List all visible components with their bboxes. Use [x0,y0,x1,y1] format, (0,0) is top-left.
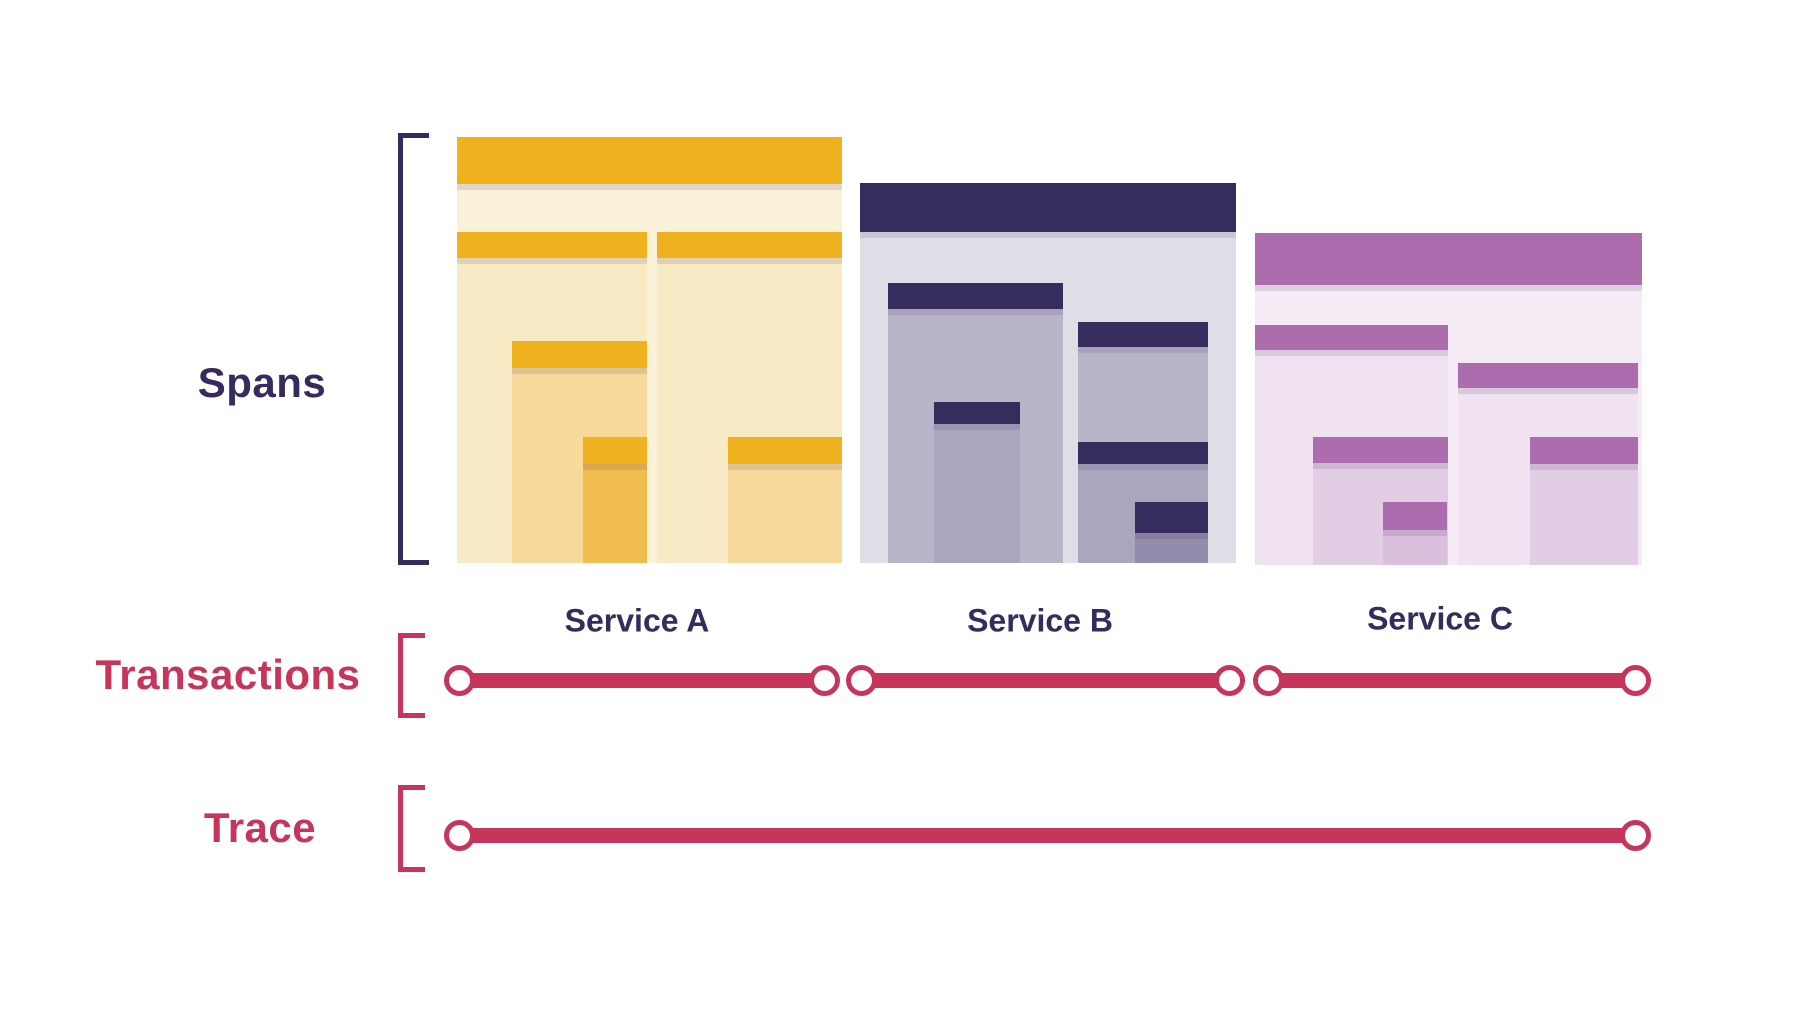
trace-bracket-stem [398,785,403,872]
service-b-span-3-bar [1078,322,1208,347]
trace-line-start-circle [443,819,475,851]
spans-row-label: Spans [197,359,327,406]
service-c-span-2-bar [1313,437,1448,463]
service-b-span-4-bar [1078,442,1208,464]
trace-bracket-bottom-tick [398,867,425,872]
service-b-span-5-bar [1135,502,1208,533]
transactions-bracket-top-tick [398,633,425,638]
service-c-span-1-bar [1255,325,1448,350]
transaction-line-2 [861,672,1229,688]
service-b-label: Service B [967,602,1113,639]
service-c-span-4-bar [1458,363,1638,388]
transaction-line-3-start-circle [1252,664,1284,696]
service-a-span-4-bar [657,232,842,258]
service-b-span-5-body [1135,533,1208,563]
service-a-span-2-bar [512,341,647,368]
service-c-span-3-body [1383,530,1447,565]
service-b-span-2-body [934,424,1020,563]
service-b-root-span-bar [860,183,1236,232]
service-a-label: Service A [564,602,710,639]
service-c-root-span-bar [1255,233,1642,285]
transactions-bracket-stem [398,633,403,718]
service-a-span-1-bar [457,232,647,258]
service-a-span-3-bar [583,437,647,464]
service-c-span-3-bar [1383,502,1447,530]
trace-row-label: Trace [203,804,317,851]
transaction-line-3-end-circle [1619,664,1651,696]
transaction-line-3 [1268,672,1635,688]
service-b-span-1-bar [888,283,1063,309]
service-c-label: Service C [1367,600,1513,637]
service-b-span-2-bar [934,402,1020,424]
transaction-line-2-start-circle [845,664,877,696]
spans-bracket-top-tick [398,133,429,138]
service-a-root-span-bar [457,137,842,184]
spans-bracket-bottom-tick [398,560,429,565]
trace-line-end-circle [1619,819,1651,851]
trace-line [459,827,1635,843]
transaction-line-1 [459,672,824,688]
transactions-bracket-bottom-tick [398,713,425,718]
transaction-line-2-end-circle [1213,664,1245,696]
service-a-span-3-body [583,464,647,563]
spans-bracket-stem [398,133,403,565]
transaction-line-1-start-circle [443,664,475,696]
service-c-span-5-body [1530,464,1638,565]
transaction-line-1-end-circle [808,664,840,696]
service-a-span-5-body [728,464,842,563]
transactions-row-label: Transactions [95,651,361,698]
service-c-span-5-bar [1530,437,1638,464]
service-a-span-5-bar [728,437,842,464]
trace-bracket-top-tick [398,785,425,790]
